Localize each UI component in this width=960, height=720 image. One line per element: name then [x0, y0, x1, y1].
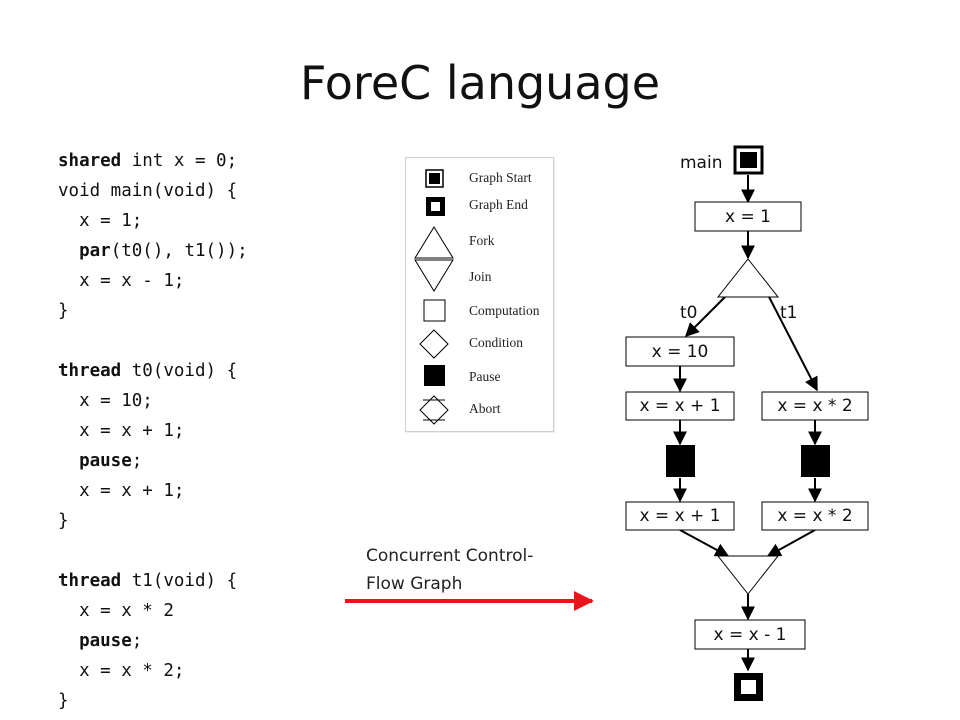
fork-icon	[414, 226, 454, 259]
legend-label: Graph Start	[469, 170, 532, 185]
main-label: main	[680, 153, 722, 173]
code-line: pause;	[58, 626, 248, 656]
code-line: x = x * 2;	[58, 656, 248, 686]
graph-start-icon	[425, 169, 444, 188]
caption-line-1: Concurrent Control-	[366, 546, 534, 566]
code-line: }	[58, 296, 248, 326]
node-label: x = 10	[652, 342, 709, 362]
node-x-eq-1: x = 1	[694, 201, 802, 232]
code-line: void main(void) {	[58, 176, 248, 206]
graph-caption: Concurrent Control- Flow Graph	[366, 542, 533, 598]
code-text: ;	[131, 631, 143, 651]
node-label: x = x * 2	[777, 396, 852, 416]
legend-label: Computation	[469, 303, 540, 318]
node-label: x = x * 2	[777, 506, 852, 526]
pause-node-t1	[801, 445, 830, 477]
code-keyword: thread	[58, 571, 122, 591]
legend-label: Condition	[469, 335, 524, 350]
node-label: x = x + 1	[639, 506, 720, 526]
code-line: par(t0(), t1());	[58, 236, 248, 266]
graph-end-node	[734, 673, 763, 701]
code-line: shared int x = 0;	[58, 146, 248, 176]
legend-label: Pause	[469, 369, 501, 384]
graph-start-node	[733, 145, 764, 175]
code-keyword: par	[79, 241, 111, 261]
legend-label: Graph End	[469, 197, 528, 212]
code-text: x = x + 1;	[58, 481, 185, 501]
code-keyword: shared	[58, 151, 122, 171]
pause-node-t0	[666, 445, 695, 477]
code-text: x = x * 2	[58, 601, 174, 621]
node-t0-add-1-second: x = x + 1	[625, 501, 735, 531]
code-line: x = 1;	[58, 206, 248, 236]
code-line: thread t1(void) {	[58, 566, 248, 596]
branch-label-t1: t1	[780, 303, 797, 323]
legend-label: Abort	[469, 401, 501, 416]
code-text: t0(void) {	[121, 361, 238, 381]
code-text: ;	[131, 451, 143, 471]
condition-icon	[419, 329, 449, 359]
fork-node	[716, 258, 780, 298]
caption-line-2: Flow Graph	[366, 574, 463, 594]
edge	[679, 529, 730, 557]
code-text: x = x + 1;	[58, 421, 185, 441]
abort-icon	[419, 395, 449, 425]
code-text: void main(void) {	[58, 181, 238, 201]
code-line: x = x + 1;	[58, 476, 248, 506]
code-keyword: pause	[79, 631, 132, 651]
edge	[685, 292, 730, 337]
code-keyword: pause	[79, 451, 132, 471]
code-line: }	[58, 506, 248, 536]
node-label: x = x - 1	[714, 625, 787, 645]
slide-title: ForeC language	[299, 56, 661, 110]
code-line: x = 10;	[58, 386, 248, 416]
node-label: x = x + 1	[639, 396, 720, 416]
code-text: }	[58, 301, 69, 321]
code-line: x = x + 1;	[58, 416, 248, 446]
join-node	[716, 555, 780, 595]
branch-label-t0: t0	[680, 303, 697, 323]
code-text: }	[58, 691, 69, 711]
graph-legend: Graph Start Graph End Fork Join Computat…	[405, 157, 554, 432]
computation-icon	[423, 299, 446, 322]
node-t0-add-1: x = x + 1	[625, 391, 735, 421]
code-line: x = x * 2	[58, 596, 248, 626]
code-line: thread t0(void) {	[58, 356, 248, 386]
code-keyword: thread	[58, 361, 122, 381]
code-text: x = 10;	[58, 391, 153, 411]
code-listing: shared int x = 0; void main(void) { x = 1…	[58, 146, 248, 716]
code-text: }	[58, 511, 69, 531]
node-x-eq-10: x = 10	[625, 336, 735, 367]
graph-end-icon	[426, 197, 445, 216]
code-text: x = 1;	[58, 211, 143, 231]
code-line: }	[58, 686, 248, 716]
node-x-minus-1: x = x - 1	[694, 619, 806, 650]
code-text: x = x - 1;	[58, 271, 185, 291]
edge	[766, 529, 816, 557]
code-text: x = x * 2;	[58, 661, 185, 681]
code-line: x = x - 1;	[58, 266, 248, 296]
join-icon	[414, 259, 454, 292]
code-text: int x = 0;	[121, 151, 238, 171]
legend-label: Join	[469, 269, 492, 284]
code-text: t1(void) {	[121, 571, 238, 591]
legend-label: Fork	[469, 233, 495, 248]
node-t1-mul-2-second: x = x * 2	[761, 501, 869, 531]
node-t1-mul-2: x = x * 2	[761, 391, 869, 421]
pause-icon	[424, 365, 445, 386]
node-label: x = 1	[725, 207, 771, 227]
code-line: pause;	[58, 446, 248, 476]
code-text: (t0(), t1());	[110, 241, 248, 261]
edge	[766, 292, 818, 392]
